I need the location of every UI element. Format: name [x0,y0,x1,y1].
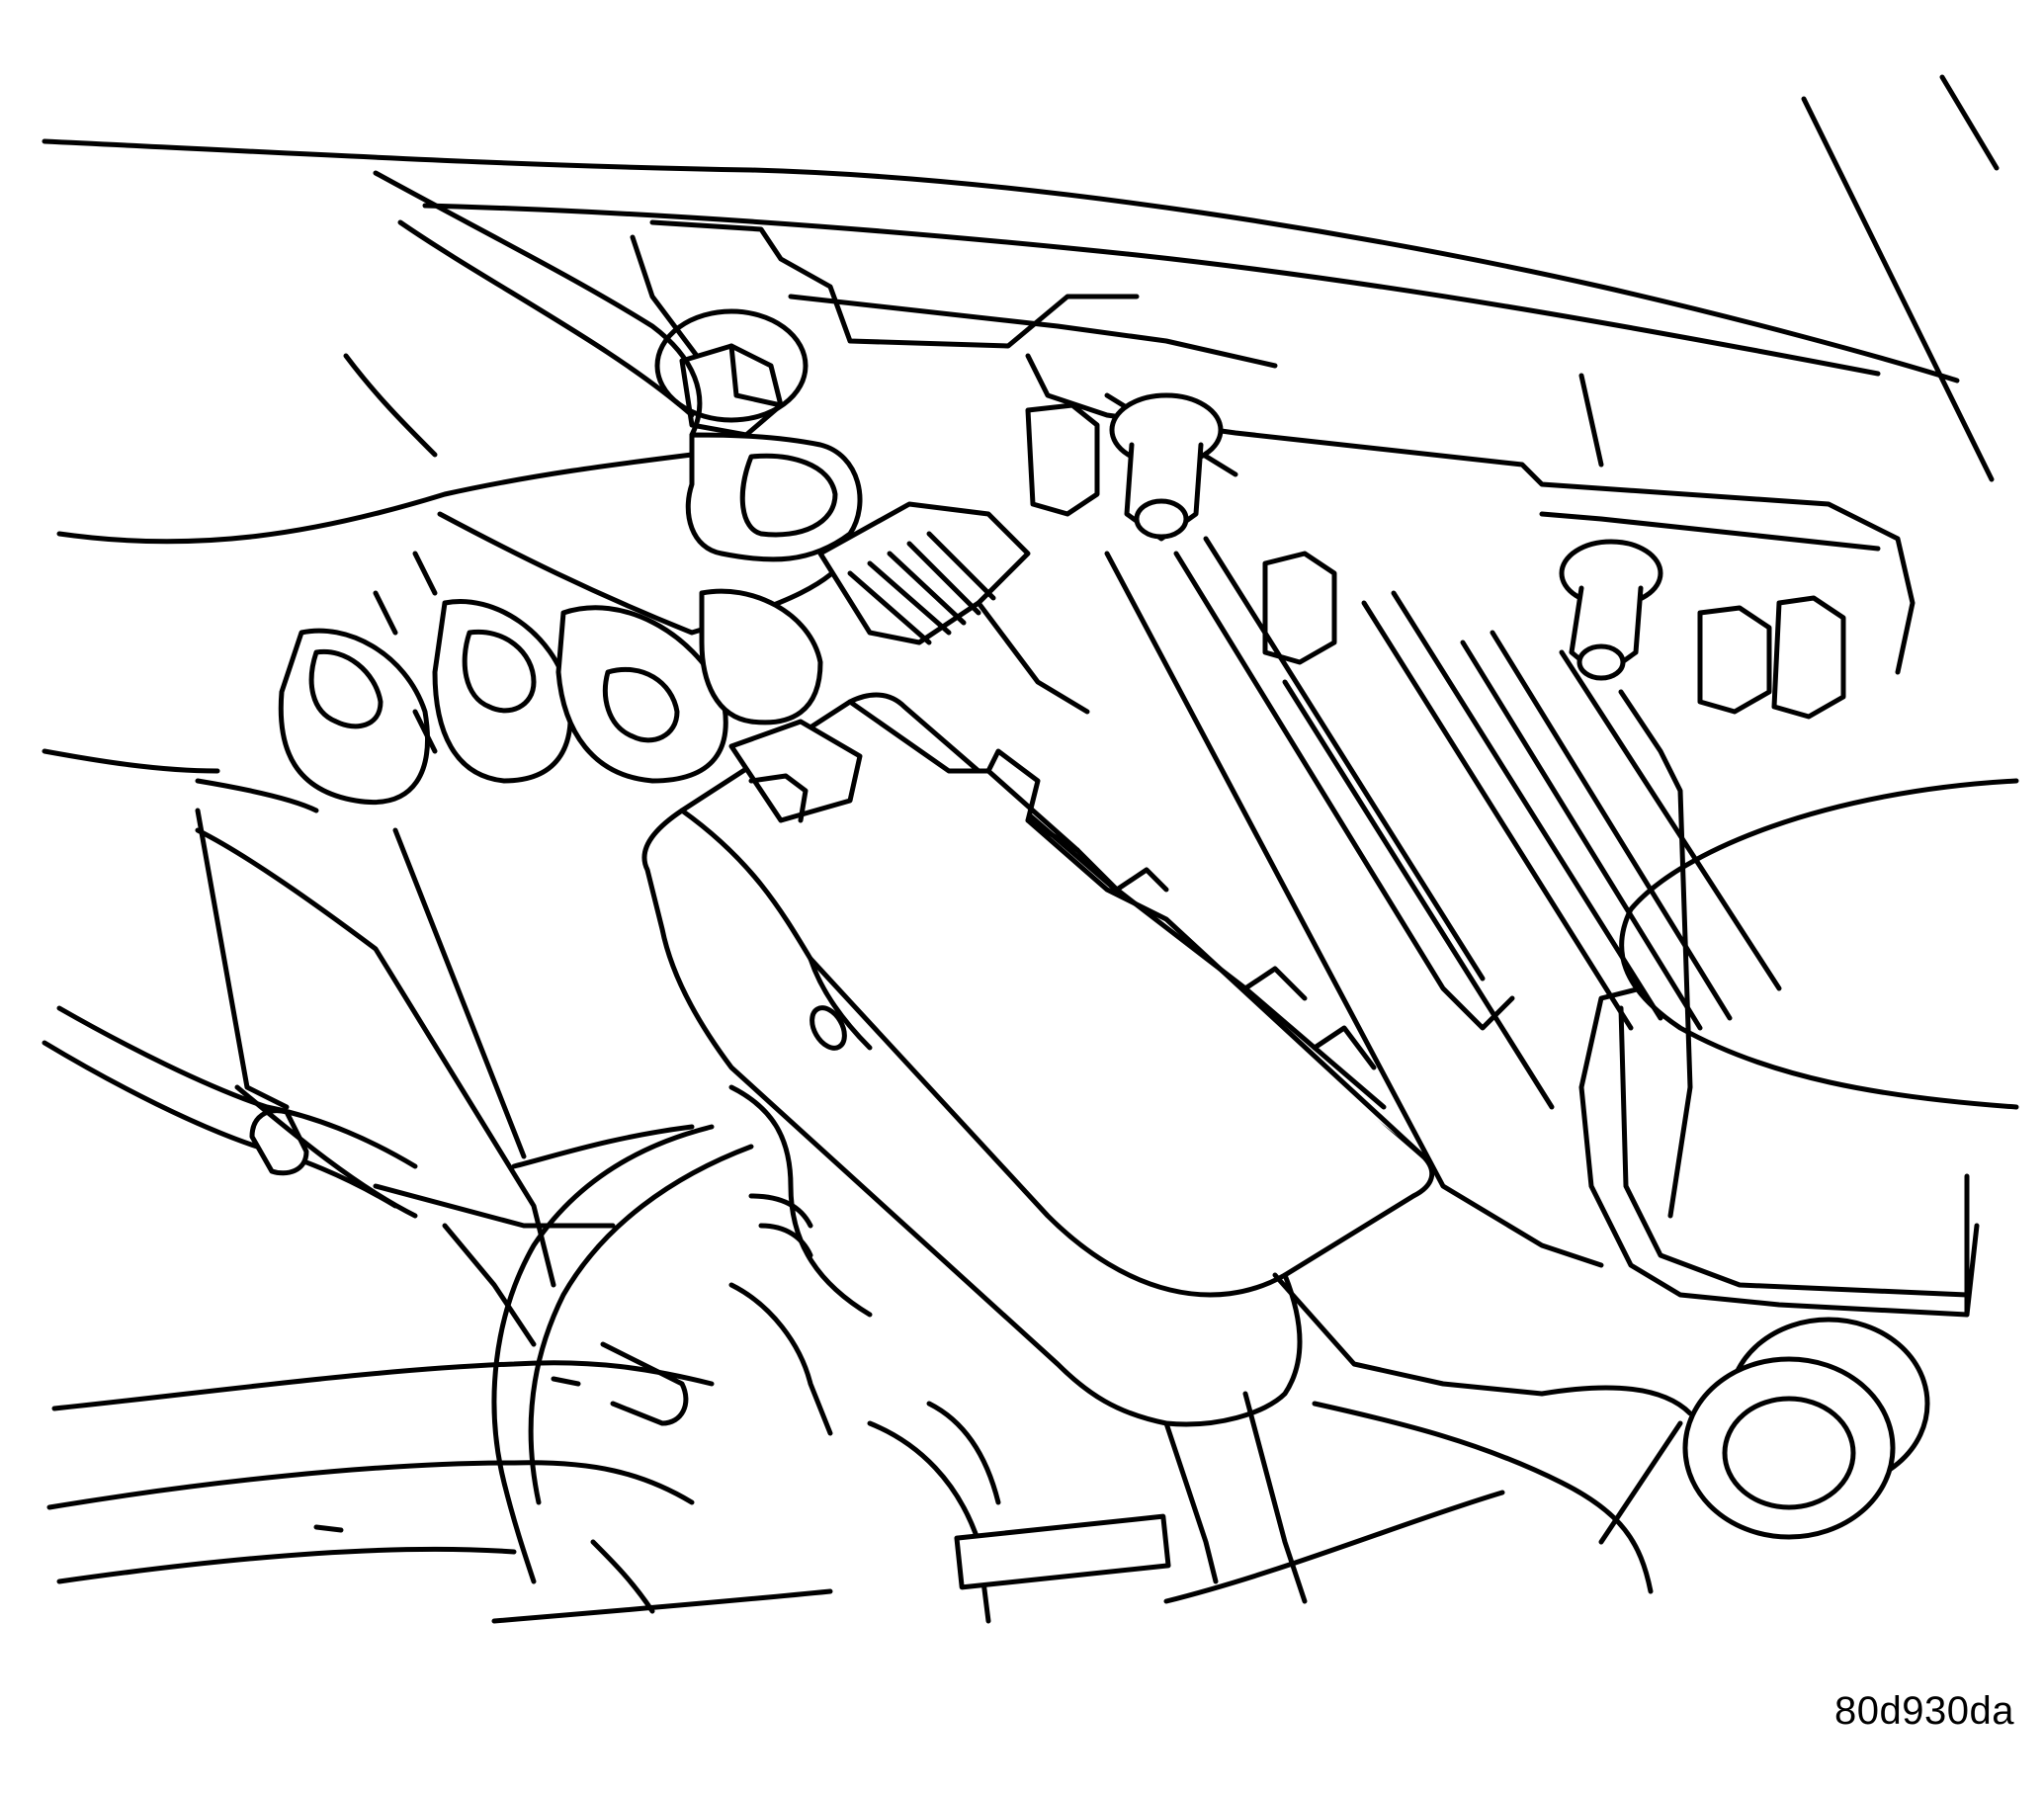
mounting-studs [1109,392,1663,681]
support-arm [728,1084,1654,1624]
figure-id-label: 80d930da [1834,1689,2014,1733]
electrical-connector [817,501,1090,715]
hand [42,170,863,813]
hex-bolt [654,308,809,438]
round-air-duct [1578,778,2019,1318]
wiring-cable [42,1005,833,1584]
rubber-grommet [1539,1317,1930,1545]
dash-panel-edge [42,74,2000,482]
connector-plugs [1025,402,1846,720]
module-housing-ribs [1104,536,1782,1268]
lower-structure [46,808,1505,1624]
control-module [641,692,1435,1427]
